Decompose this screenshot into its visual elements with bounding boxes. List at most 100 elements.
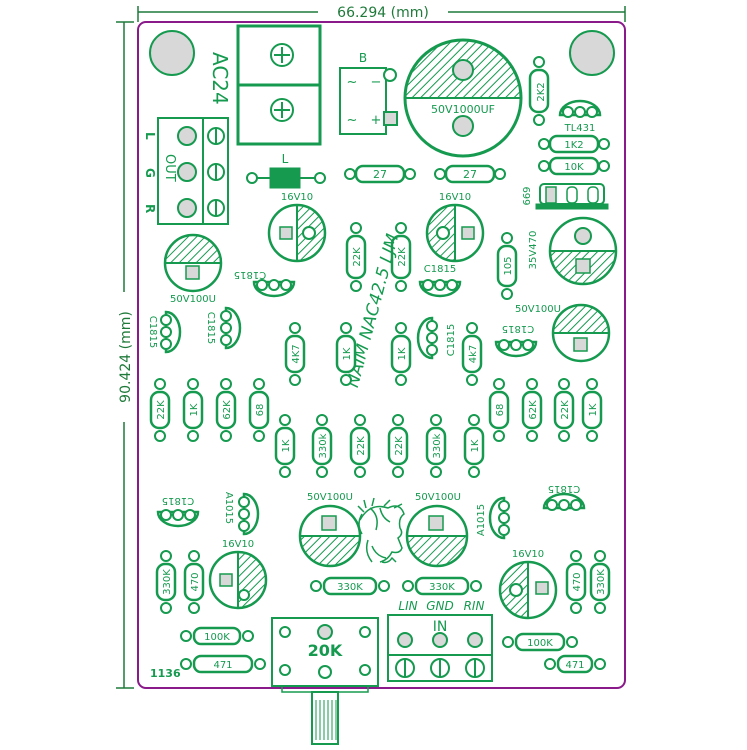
- cap-50v100u-bottom-left: 50V100U: [298, 492, 362, 568]
- inductor-l: L: [246, 152, 326, 189]
- resistor-value: 330K: [162, 569, 173, 595]
- resistor-22k-center-1: 22K: [345, 222, 367, 292]
- svg-text:27: 27: [463, 168, 477, 181]
- transistor-c1815-a: C1815: [234, 269, 296, 298]
- cap-16v10-bottom-left: 16V10: [208, 539, 268, 610]
- svg-text:669: 669: [522, 186, 533, 205]
- resistor-b-1k: 1K: [274, 414, 296, 478]
- resistor-value: 330K: [596, 569, 607, 595]
- resistor-l-1k: 1K: [182, 378, 204, 442]
- resistor-10k: 10K: [538, 156, 610, 176]
- transistor-a1015-left: A1015: [223, 492, 260, 536]
- resistor-value: 4K7: [291, 344, 302, 363]
- svg-text:C1815: C1815: [548, 483, 580, 494]
- ac24-terminal: AC24: [208, 24, 322, 146]
- dimension-top: 66.294 (mm): [137, 3, 626, 22]
- resistor-r-22k: 22K: [553, 378, 575, 442]
- resistor-value: 100K: [527, 638, 553, 649]
- dimension-left: 90.424 (mm): [116, 21, 134, 689]
- resistor-27-a: 27: [344, 164, 416, 184]
- svg-text:22K: 22K: [352, 247, 363, 267]
- resistor-l-68: 68: [248, 378, 270, 442]
- ac24-label: AC24: [208, 52, 232, 105]
- cap-50v100u-left: 50V100U: [163, 233, 223, 305]
- transistor-c1815-c: C1815: [147, 310, 182, 354]
- resistor-value: 1K: [397, 347, 408, 360]
- svg-text:L: L: [143, 132, 157, 140]
- resistor-value: 62K: [222, 400, 233, 420]
- height-dimension-label: 90.424 (mm): [118, 311, 134, 403]
- resistor-b-1k-2: 1K: [463, 414, 485, 478]
- resistor-value: 470: [572, 572, 583, 591]
- svg-text:1K2: 1K2: [564, 140, 583, 151]
- mounting-hole-top-right: [569, 30, 615, 76]
- rin-label: RIN: [464, 599, 485, 613]
- svg-text:105: 105: [503, 256, 514, 275]
- svg-text:16V10: 16V10: [439, 192, 471, 203]
- portrait-logo: [357, 497, 405, 564]
- resistor-value: 1K: [189, 403, 200, 416]
- bridge-rectifier: B ~ − ~ +: [339, 51, 398, 135]
- svg-text:35V470: 35V470: [528, 231, 539, 270]
- svg-text:16V10: 16V10: [281, 192, 313, 203]
- resistor-2k2: 2K2: [528, 56, 550, 126]
- resistor-value: 330K: [429, 582, 455, 593]
- svg-text:~: ~: [347, 113, 358, 128]
- svg-text:10K: 10K: [564, 162, 584, 173]
- resistor-c-330k-2: 330K: [402, 576, 482, 596]
- cap-105: 105: [496, 232, 518, 300]
- cap-50v100u-bottom-right: 50V100U: [405, 492, 469, 568]
- resistor-b-330k: 330k: [311, 414, 333, 478]
- svg-text:+: +: [371, 113, 382, 128]
- resistor-value: 330K: [337, 582, 363, 593]
- resistor-br-470: 470: [565, 550, 587, 614]
- resistor-l-62k: 62K: [215, 378, 237, 442]
- svg-text:R: R: [143, 204, 157, 213]
- resistor-b-22k-1: 22K: [349, 414, 371, 478]
- transistor-c1815-b: C1815: [418, 264, 462, 298]
- resistor-value: 1K: [342, 347, 353, 360]
- svg-text:IN: IN: [433, 619, 448, 635]
- resistor-value: 22K: [560, 400, 571, 420]
- resistor-br-330k: 330K: [589, 550, 611, 614]
- resistor-value: 62K: [528, 400, 539, 420]
- transistor-c1815-h: C1815: [542, 483, 586, 511]
- svg-text:−: −: [371, 75, 382, 90]
- svg-text:16V10: 16V10: [222, 539, 254, 550]
- svg-text:50V100U: 50V100U: [415, 492, 461, 503]
- cap-50v100u-right: 50V100U: [515, 303, 611, 363]
- resistor-27-b: 27: [434, 164, 506, 184]
- svg-text:G: G: [143, 168, 157, 178]
- resistor-r1k-m2: 1K: [390, 322, 412, 386]
- resistor-value: 470: [190, 572, 201, 591]
- lin-label: LIN: [398, 599, 417, 613]
- resistor-b-330k-2: 330k: [425, 414, 447, 478]
- resistor-r-68: 68: [488, 378, 510, 442]
- svg-text:20K: 20K: [308, 641, 343, 660]
- resistor-value: 330k: [318, 433, 329, 458]
- svg-text:C1815: C1815: [147, 316, 158, 348]
- svg-text:C1815: C1815: [424, 264, 456, 275]
- resistor-value: 100K: [204, 632, 230, 643]
- resistor-value: 68: [255, 404, 266, 417]
- board-code: 1136: [150, 667, 181, 680]
- cap-16v10-bottom-right: 16V10: [498, 549, 558, 620]
- out-terminal: OUT L G R: [143, 117, 229, 225]
- resistor-bl-330k: 330K: [155, 550, 177, 614]
- resistor-c-330k-1: 330K: [310, 576, 390, 596]
- svg-text:A1015: A1015: [223, 492, 234, 524]
- resistor-22k-center-2: 22K: [390, 222, 412, 292]
- cap-16v10-top-left: 16V10: [267, 192, 327, 263]
- svg-text:A1015: A1015: [476, 504, 487, 536]
- resistor-value: 471: [213, 660, 232, 671]
- resistor-value: 68: [495, 404, 506, 417]
- svg-text:27: 27: [373, 168, 387, 181]
- transistor-669: 669: [522, 183, 609, 210]
- cap-35v470: 35V470: [528, 216, 618, 286]
- resistor-bl-470: 470: [183, 550, 205, 614]
- svg-text:C1815: C1815: [502, 323, 534, 334]
- svg-text:C1815: C1815: [234, 269, 266, 280]
